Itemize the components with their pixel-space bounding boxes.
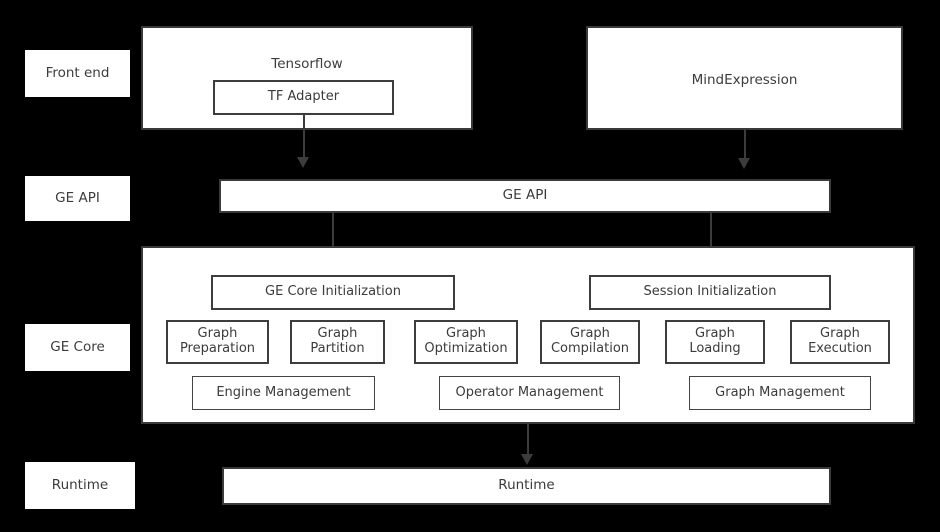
runtime-bar-label: Runtime (498, 477, 555, 494)
arrowhead-tf-adapter-to-ge-api (297, 157, 309, 168)
connector-mindexpression-to-ge-api (744, 130, 746, 160)
mindexpression-title: MindExpression (691, 72, 798, 88)
management-operator[interactable]: Operator Management (439, 376, 620, 410)
lane-label-ge-core-text: GE Core (50, 338, 105, 355)
management-graph-label: Graph Management (715, 384, 845, 400)
module-graph-execution-label: Graph Execution (808, 326, 872, 356)
tf-adapter-label: TF Adapter (267, 89, 340, 105)
lane-label-front-end: Front end (25, 50, 130, 97)
management-engine[interactable]: Engine Management (192, 376, 375, 410)
arrowhead-mindexpression-to-ge-api (738, 158, 750, 169)
module-graph-loading[interactable]: Graph Loading (665, 320, 765, 364)
connector-ge-core-to-runtime (527, 424, 529, 456)
lane-label-ge-api-text: GE API (55, 189, 100, 206)
connector-ge-api-to-core-init (332, 213, 334, 259)
lane-label-ge-core: GE Core (25, 324, 130, 371)
session-initialization-box[interactable]: Session Initialization (589, 275, 831, 310)
ge-api-bar[interactable]: GE API (219, 179, 831, 213)
ge-core-initialization-box[interactable]: GE Core Initialization (211, 275, 455, 310)
tf-adapter-box[interactable]: TF Adapter (213, 80, 394, 115)
lane-label-runtime: Runtime (25, 462, 135, 509)
module-graph-preparation-label: Graph Preparation (179, 326, 256, 356)
module-graph-partition-label: Graph Partition (310, 326, 365, 356)
module-graph-optimization[interactable]: Graph Optimization (414, 320, 518, 364)
arrowhead-ge-core-to-runtime (521, 454, 533, 465)
ge-core-initialization-label: GE Core Initialization (265, 284, 401, 300)
tensorflow-title: Tensorflow (271, 56, 343, 72)
management-operator-label: Operator Management (455, 384, 604, 400)
lane-label-front-end-text: Front end (45, 64, 110, 81)
runtime-bar[interactable]: Runtime (222, 467, 831, 505)
module-graph-compilation-label: Graph Compilation (550, 326, 630, 356)
management-graph[interactable]: Graph Management (689, 376, 871, 410)
lane-label-ge-api: GE API (25, 176, 130, 221)
module-graph-loading-label: Graph Loading (689, 326, 741, 356)
lane-label-runtime-text: Runtime (51, 476, 109, 493)
management-engine-label: Engine Management (216, 384, 351, 400)
mindexpression-container: MindExpression (586, 26, 903, 130)
module-graph-preparation[interactable]: Graph Preparation (166, 320, 269, 364)
connector-ge-api-to-session-init (710, 213, 712, 259)
module-graph-compilation[interactable]: Graph Compilation (540, 320, 640, 364)
ge-api-bar-label: GE API (502, 187, 548, 204)
module-graph-partition[interactable]: Graph Partition (290, 320, 385, 364)
module-graph-optimization-label: Graph Optimization (424, 326, 508, 356)
module-graph-execution[interactable]: Graph Execution (790, 320, 890, 364)
connector-tf-adapter-to-ge-api (303, 115, 305, 159)
session-initialization-label: Session Initialization (643, 284, 777, 300)
